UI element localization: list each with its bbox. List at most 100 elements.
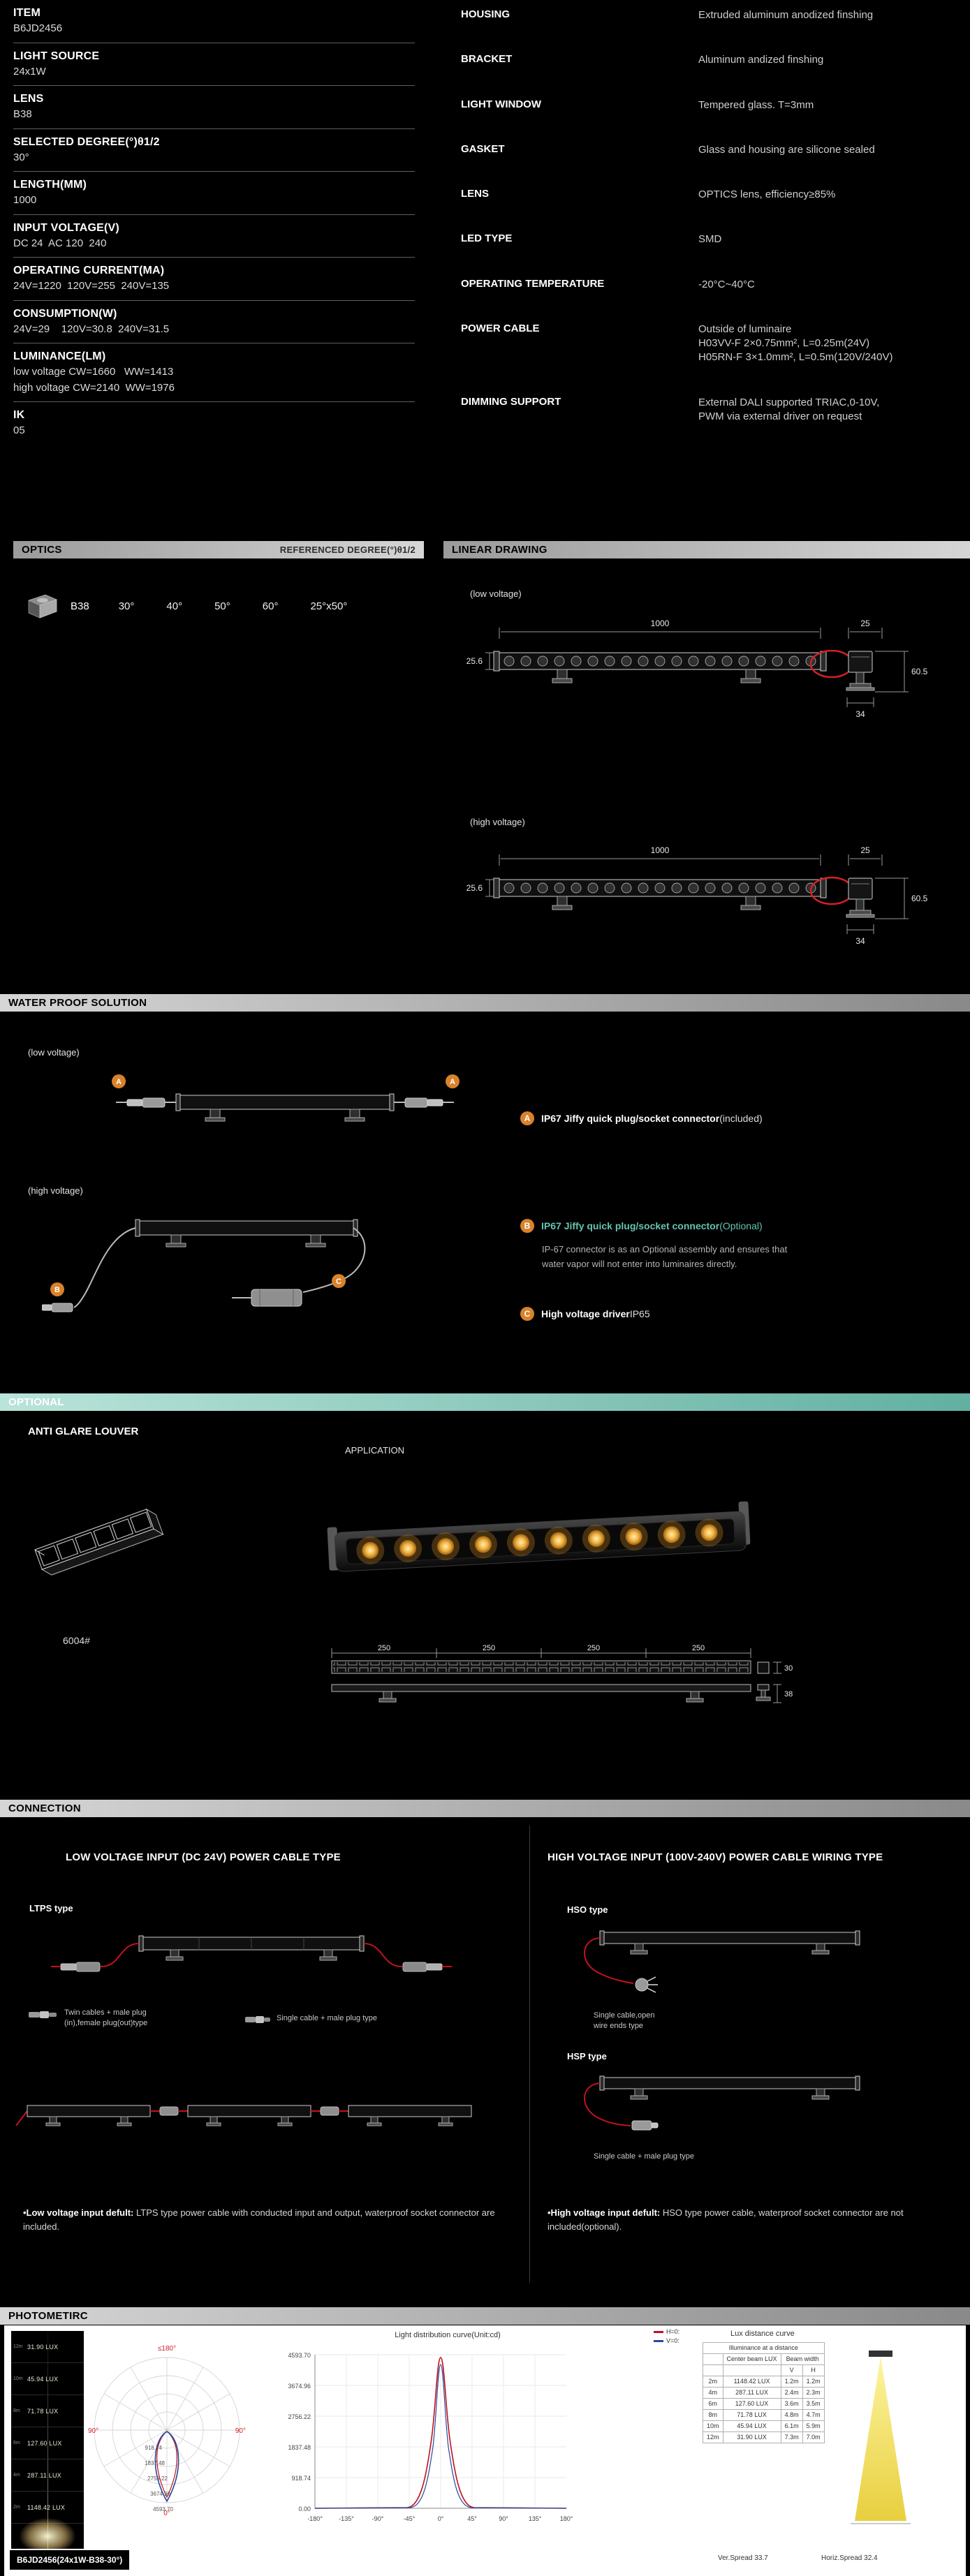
waterproof-low-diagram: A A: [112, 1074, 460, 1122]
lens-code: B38: [71, 600, 89, 612]
svg-text:-180°: -180°: [307, 2515, 323, 2522]
degree-option: 25°x50°: [310, 600, 348, 612]
spec-value: DC 24 AC 120 240: [13, 237, 107, 249]
degree-option: 50°: [214, 600, 230, 612]
divider: [13, 214, 415, 215]
led-array: [504, 656, 816, 667]
badge-b: B: [520, 1219, 534, 1233]
spec-value: 05: [13, 424, 25, 436]
degree-option: 30°: [118, 600, 135, 612]
divider: [13, 299, 415, 301]
spec-row: OPERATING TEMPERATURE-20°C~40°C: [461, 278, 964, 292]
spec-label: LUMINANCE(LM): [13, 350, 106, 362]
beam-distance: 10m: [13, 2376, 23, 2381]
svg-text:918.74: 918.74: [291, 2475, 311, 2482]
beam-distance: 12m: [13, 2344, 23, 2349]
col-beam-width: Beam width: [780, 2353, 825, 2366]
spec-value: Extruded aluminum anodized finshing: [698, 9, 874, 21]
waterproof-header: WATER PROOF SOLUTION: [0, 994, 970, 1012]
spec-value: OPTICS lens, efficiency≥85%: [698, 188, 836, 200]
legend-swatch-blue: [654, 2339, 663, 2342]
hso-diagram: [584, 1930, 860, 1993]
beam-lux: 31.90 LUX: [27, 2343, 59, 2351]
optional-header: OPTIONAL: [0, 1393, 970, 1411]
svg-text:90°: 90°: [499, 2515, 508, 2522]
svg-text:B: B: [54, 1286, 60, 1294]
glowing-leds: [356, 1518, 723, 1564]
hso-type-label: HSO type: [567, 1904, 608, 1915]
linear-drawing-high: 1000 25 25.6 60.5 34: [466, 845, 928, 946]
linear-drawing-low: 1000 25 25.6 60.5 34: [466, 619, 928, 719]
col-h: H: [802, 2364, 825, 2377]
male-plug: [631, 2120, 659, 2131]
svg-text:90°: 90°: [235, 2427, 246, 2435]
louver-wireframe: [34, 1508, 164, 1576]
spec-label: POWER CABLE: [461, 322, 540, 334]
svg-text:250: 250: [378, 1644, 390, 1652]
note-bold: •Low voltage input defult:: [23, 2207, 134, 2218]
column-divider: [529, 1826, 530, 2283]
degree-option: 40°: [166, 600, 183, 612]
svg-text:2756.22: 2756.22: [147, 2475, 168, 2482]
spec-item: OPERATING CURRENT(MA)24V=1220 120V=255 2…: [13, 265, 415, 301]
lux-distance-table: Illuminance at a distance Center beam LU…: [703, 2341, 825, 2444]
waterproof-note-b-text: IP-67 connector is as an Optional assemb…: [542, 1244, 788, 1269]
svg-text:0.00: 0.00: [298, 2505, 311, 2512]
spec-value: B38: [13, 108, 32, 120]
lux-distance-title: Lux distance curve: [730, 2330, 795, 2338]
linear-drawing-section: LINEAR DRAWING (low voltage) 1000 25 25.…: [443, 541, 970, 988]
spec-value: Aluminum andized finshing: [698, 54, 824, 66]
spec-value: high voltage CW=2140 WW=1976: [13, 381, 175, 394]
model-footer-label: B6JD2456(24x1W-B38-30°): [10, 2550, 130, 2570]
spec-label: IK: [13, 409, 25, 421]
cable-connectors: [116, 1097, 454, 1108]
svg-text:-45°: -45°: [404, 2515, 416, 2522]
hsp-caption: Single cable + male plug type: [594, 2152, 694, 2162]
connector-badge-b: B: [50, 1282, 64, 1296]
beam-lux: 71.78 LUX: [27, 2407, 59, 2415]
curve-h: [314, 2357, 567, 2509]
polar-radial-scale: 918.74 1837.48 2756.22 3674.96 4593.70: [145, 2445, 173, 2512]
spec-label: LIGHT WINDOW: [461, 98, 541, 110]
svg-text:C: C: [336, 1278, 341, 1286]
svg-text:45°: 45°: [467, 2515, 477, 2522]
connection-header: CONNECTION: [0, 1800, 970, 1817]
referenced-degree-label: REFERENCED DEGREE(°)θ1/2: [279, 545, 416, 555]
input-cable: [584, 2082, 631, 2126]
spec-item: IK 05: [13, 409, 415, 438]
led-array: [504, 882, 816, 894]
cone-luminaire: [869, 2351, 892, 2357]
col-center-beam: Center beam LUX: [722, 2353, 781, 2366]
svg-text:3674.96: 3674.96: [288, 2383, 311, 2390]
spec-label: HOUSING: [461, 8, 510, 20]
beam-axis: [47, 2331, 48, 2549]
beam-distance: 6m: [13, 2441, 20, 2445]
cable-to-connector: [73, 1227, 136, 1308]
photometric-header: PHOTOMETIRC: [0, 2307, 970, 2325]
dim-30: 30: [784, 1664, 793, 1673]
linear-drawing-header: LINEAR DRAWING: [443, 541, 970, 558]
polar-grid: [94, 2357, 240, 2503]
svg-text:A: A: [116, 1078, 122, 1086]
light-distribution-chart: 4593.70 3674.96 2756.22 1837.48 918.74 0…: [288, 2352, 573, 2522]
spec-value: 30°: [13, 151, 29, 163]
svg-text:0°: 0°: [438, 2515, 444, 2522]
low-voltage-label: (low voltage): [470, 589, 522, 599]
louver-code: 6004#: [63, 1635, 90, 1646]
dim-end: 25: [860, 619, 870, 628]
svg-text:0°: 0°: [163, 2510, 170, 2517]
dim-length: 1000: [651, 845, 670, 855]
ltps-type-label: LTPS type: [29, 1903, 73, 1914]
section-title: WATER PROOF SOLUTION: [8, 997, 147, 1009]
svg-text:2756.22: 2756.22: [288, 2413, 311, 2420]
luminaire-bar: [175, 1093, 395, 1122]
ltps-diagram: [51, 1935, 452, 1972]
